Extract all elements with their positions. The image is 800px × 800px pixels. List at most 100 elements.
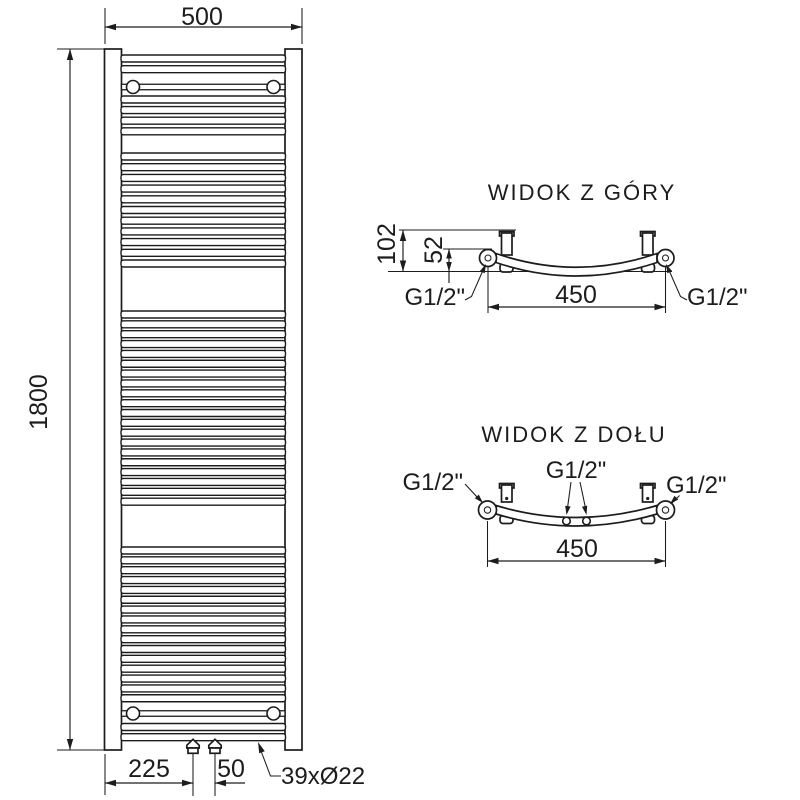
tube-end-right — [656, 248, 675, 268]
dim-spacing-label: 50 — [217, 755, 245, 783]
radiator-rung — [120, 116, 287, 125]
radiator-rung — [120, 644, 287, 654]
radiator-rung — [120, 379, 287, 388]
tube-end-left — [478, 248, 498, 268]
radiator-rung — [120, 684, 287, 693]
valve-left-nut — [187, 747, 199, 755]
radiator-rung — [120, 95, 287, 104]
center-connection-left — [561, 516, 572, 526]
tube-count-label: 39xØ22 — [281, 763, 365, 790]
dimension-bottom-offset: 225 — [104, 754, 193, 795]
connection-label-bottom-center: G1/2" — [546, 457, 607, 515]
radiator-rung — [120, 173, 287, 183]
mounting-stud-right — [639, 230, 656, 273]
radiator-rung — [120, 195, 287, 204]
wall-bracket-right — [266, 706, 281, 721]
center-connection-right — [581, 516, 592, 526]
radiator-rung — [120, 259, 287, 268]
radiator-rung — [120, 216, 287, 225]
radiator-rung — [120, 733, 287, 742]
radiator-rung — [120, 694, 287, 703]
svg-text:G1/2": G1/2" — [546, 457, 607, 484]
wall-bracket-right — [266, 79, 281, 95]
radiator-rung — [120, 237, 287, 247]
valve-right-nut — [209, 747, 221, 755]
radiator-rung — [120, 227, 287, 236]
curved-tube-bottom-view — [495, 504, 658, 527]
radiator-rung — [120, 310, 287, 319]
radiator-rung — [120, 487, 287, 496]
curved-tube-top-view — [495, 252, 658, 277]
wall-bracket-bar — [120, 710, 286, 717]
svg-text:G1/2": G1/2" — [666, 472, 727, 499]
radiator-rung — [120, 184, 287, 193]
radiator-rung — [120, 64, 287, 74]
radiator-rung — [120, 162, 287, 172]
dimension-height: 1800 — [25, 48, 104, 751]
connection-label-bottom-right: G1/2" — [666, 472, 727, 504]
radiator-rung — [120, 634, 287, 644]
svg-text:G1/2": G1/2" — [402, 469, 463, 496]
radiator-rung — [120, 497, 287, 506]
radiator-rung — [120, 418, 287, 428]
radiator-rung — [120, 152, 287, 161]
front-view: 500 1800 225 50 39xØ2 — [25, 3, 365, 796]
radiator-rung — [120, 615, 287, 624]
radiator-body — [103, 48, 303, 796]
radiator-rung — [120, 438, 287, 447]
tube-end-left-bottom — [477, 500, 498, 520]
dim-width-label: 500 — [181, 3, 223, 31]
radiator-rung — [120, 467, 287, 477]
bottom-view: WIDOK Z DOŁU G1/2" G1/2" — [402, 422, 727, 567]
top-view-title: WIDOK Z GÓRY — [488, 180, 677, 205]
radiator-rung — [120, 458, 287, 467]
dim-span-label-top: 450 — [555, 281, 597, 309]
dim-axis-label: 52 — [420, 236, 448, 264]
radiator-rung — [120, 408, 287, 418]
radiator-rung — [120, 654, 287, 664]
radiator-rung — [120, 625, 287, 634]
valve-connections — [185, 738, 223, 796]
dim-depth-label: 102 — [373, 223, 401, 265]
dimension-depth: 102 — [373, 223, 516, 272]
svg-text:G1/2": G1/2" — [687, 284, 748, 311]
radiator-rung — [120, 546, 287, 555]
wall-bracket-left — [125, 79, 141, 95]
radiator-rung — [120, 339, 287, 349]
radiator-rung — [120, 477, 287, 487]
dimension-width: 500 — [104, 3, 303, 44]
radiator-rung — [120, 320, 287, 329]
radiator-rung — [120, 398, 287, 408]
radiator-rung — [120, 127, 287, 136]
dim-span-label-bottom: 450 — [556, 535, 598, 563]
connection-label-bottom-left: G1/2" — [402, 469, 483, 503]
radiator-rung — [120, 605, 287, 614]
tube-end-right-bottom — [655, 500, 676, 520]
dimension-span-bottom: 450 — [486, 521, 667, 567]
bottom-view-title: WIDOK Z DOŁU — [481, 422, 666, 447]
radiator-rung — [120, 664, 287, 673]
dimension-valve-spacing: 50 — [215, 755, 245, 787]
rung-field — [120, 54, 287, 742]
radiator-rung — [120, 54, 287, 63]
wall-bracket-left — [125, 706, 141, 721]
left-collector-tube — [103, 48, 123, 751]
dim-offset-label: 225 — [128, 755, 170, 783]
radiator-rung — [120, 389, 287, 398]
top-view: WIDOK Z GÓRY 102 — [373, 180, 748, 313]
radiator-rung — [120, 566, 287, 575]
radiator-rung — [120, 330, 287, 339]
dimension-axis: 52 — [420, 236, 492, 283]
radiator-rung — [120, 428, 287, 437]
svg-text:G1/2": G1/2" — [404, 284, 465, 311]
radiator-rung — [120, 105, 287, 115]
radiator-rung — [120, 722, 287, 732]
radiator-rung — [120, 595, 287, 604]
connection-label-top-right: G1/2" — [666, 264, 748, 311]
wall-bracket-bar — [120, 83, 286, 91]
radiator-rung — [120, 248, 287, 258]
radiator-rung — [120, 369, 287, 378]
dimension-span-top: 450 — [487, 267, 667, 313]
radiator-rung — [120, 585, 287, 595]
